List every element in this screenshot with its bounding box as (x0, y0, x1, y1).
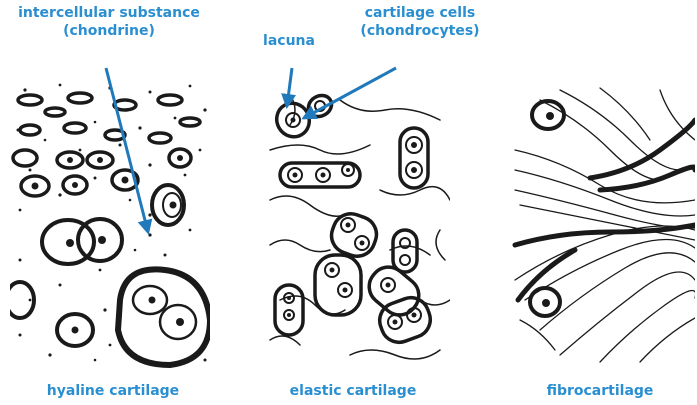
fibrocartilage-panel (515, 88, 696, 362)
hyaline-cell-pair-middle (42, 185, 184, 264)
hyaline-flat-cells (18, 93, 200, 143)
hyaline-cartilage-panel (6, 84, 210, 365)
arrow-lacuna (287, 68, 292, 106)
hyaline-large-cell-group (6, 269, 210, 365)
elastic-fibers (270, 95, 450, 359)
hyaline-medium-cells (13, 149, 191, 196)
elastic-cartilage-panel (270, 91, 450, 359)
arrow-intercellular (106, 68, 148, 232)
